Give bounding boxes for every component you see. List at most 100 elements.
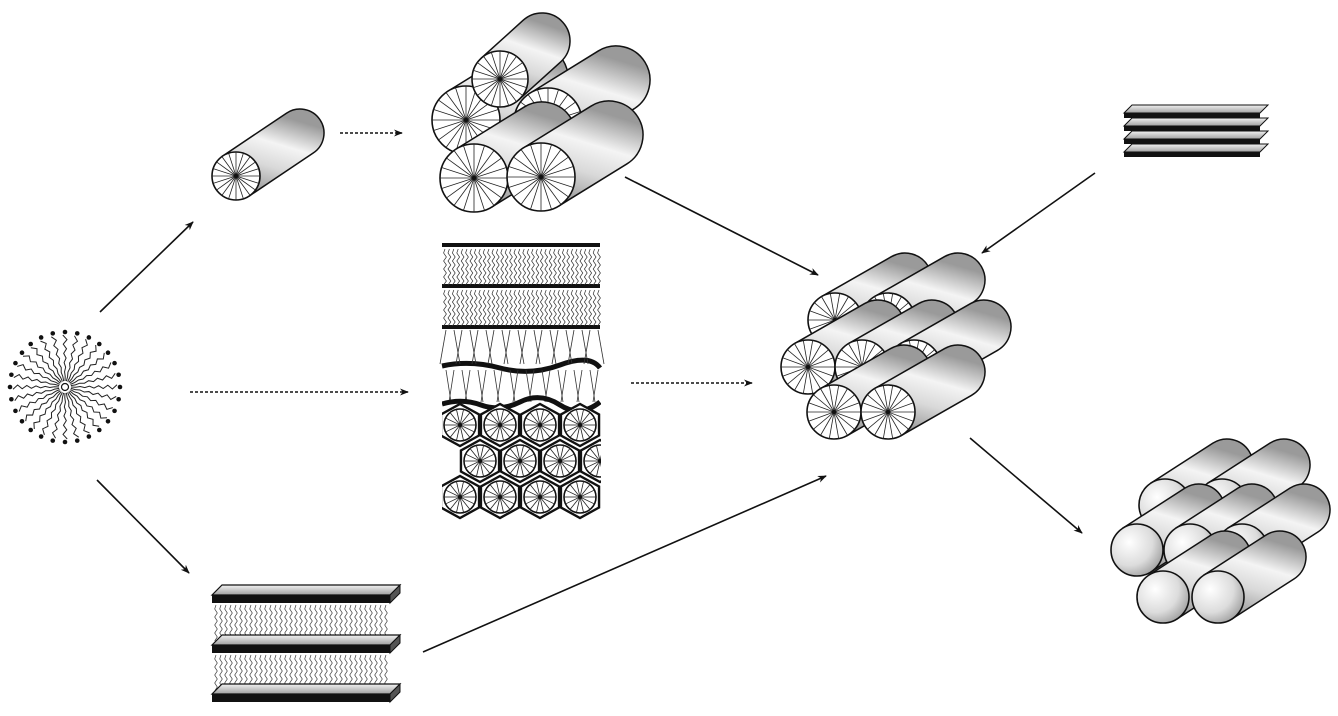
surfactant-chain	[581, 329, 589, 365]
spoke	[235, 175, 251, 196]
spoke	[782, 357, 809, 368]
surfactant-chain	[517, 329, 525, 365]
spoke	[499, 56, 517, 80]
spoke	[445, 424, 461, 433]
spoke	[565, 417, 581, 426]
surfactant-chain	[456, 289, 461, 327]
spoke	[490, 78, 501, 106]
spoke	[529, 496, 541, 510]
spoke	[499, 496, 511, 510]
spoke	[469, 460, 481, 474]
surfactant-chain	[519, 329, 527, 365]
spoke	[496, 481, 501, 498]
spoke	[508, 176, 542, 188]
spoke	[525, 489, 541, 498]
spoke	[807, 357, 834, 368]
spoke	[529, 412, 541, 426]
core-dot	[578, 423, 582, 427]
surfactant-chain	[214, 604, 218, 642]
spoke	[579, 496, 591, 510]
surfactant-chain	[455, 329, 463, 365]
spoke	[445, 92, 467, 121]
surfactant-tail	[62, 334, 68, 382]
spoke	[216, 175, 237, 191]
spoke	[513, 176, 542, 198]
spoke	[459, 409, 464, 426]
surfactant-chain	[597, 329, 605, 365]
lamellar-to-hexagonal-transition	[402, 243, 641, 525]
surfactant-tail	[18, 389, 60, 412]
surfactant-tail	[40, 340, 63, 382]
spoke	[516, 460, 521, 477]
core-dot	[472, 176, 476, 180]
spoke	[519, 448, 531, 462]
core-dot	[498, 423, 502, 427]
spoke	[814, 302, 836, 321]
surfactant-chain	[460, 289, 465, 327]
spoke	[556, 460, 561, 477]
spoke	[489, 424, 501, 438]
surfactant-tail	[70, 387, 117, 401]
spoke	[509, 460, 521, 474]
arrow-sheets-to-hexagonal	[981, 172, 1096, 254]
surfactant-chain	[526, 248, 531, 286]
spoke	[887, 385, 894, 413]
spoke	[499, 69, 527, 80]
silicate-sheet	[1122, 117, 1270, 127]
spoke	[841, 349, 863, 368]
spoke	[539, 412, 551, 426]
silicate-sheet	[1122, 130, 1270, 140]
sheet-edge	[1124, 139, 1260, 144]
spoke	[589, 460, 601, 474]
slab-top	[210, 683, 402, 695]
spoke	[465, 453, 481, 462]
spoke	[862, 411, 889, 422]
spoke	[808, 402, 835, 413]
spoke	[499, 78, 510, 106]
surfactant-chain	[503, 329, 511, 365]
spoke	[887, 411, 894, 439]
spoke	[505, 453, 521, 462]
arrow-micelle-to-rod	[99, 221, 194, 313]
spoke	[539, 496, 555, 505]
surfactant-chain	[451, 248, 456, 286]
surfactant-chain	[504, 248, 509, 286]
rod-micelle	[211, 108, 325, 201]
spoke	[525, 417, 541, 426]
surfactant-chain	[509, 369, 516, 403]
head-group	[112, 360, 117, 366]
spoke	[473, 145, 485, 179]
spoke	[483, 56, 501, 80]
spoke	[459, 424, 464, 441]
spoke	[794, 343, 809, 368]
spoke	[449, 484, 461, 498]
surfactant-chain	[509, 248, 513, 286]
spoke	[235, 175, 259, 184]
spoke	[499, 417, 515, 426]
surfactant-chain	[549, 329, 557, 365]
spoke	[579, 424, 595, 433]
surfactant-chain	[535, 329, 543, 365]
head-group	[96, 427, 102, 433]
surfactant-chain	[495, 248, 500, 286]
surfactant-chain	[539, 289, 544, 327]
spoke	[513, 156, 542, 178]
spoke	[540, 176, 574, 188]
spoke	[473, 177, 507, 189]
surfactant-chain	[448, 369, 455, 403]
surfactant-chain	[553, 248, 557, 286]
surfactant-tail	[70, 372, 116, 387]
surfactant-chain	[219, 604, 223, 642]
core-dot	[539, 175, 543, 179]
surfactant-chain	[487, 248, 491, 286]
head-group	[13, 408, 18, 414]
spoke	[820, 388, 835, 413]
spoke	[813, 394, 835, 413]
spoke	[473, 167, 507, 179]
spoke	[539, 424, 544, 441]
surfactant-chain	[517, 289, 522, 327]
rod-micelle	[471, 12, 571, 108]
spoke	[539, 424, 555, 433]
spoke	[479, 460, 491, 474]
surfactant-tail	[42, 392, 63, 435]
